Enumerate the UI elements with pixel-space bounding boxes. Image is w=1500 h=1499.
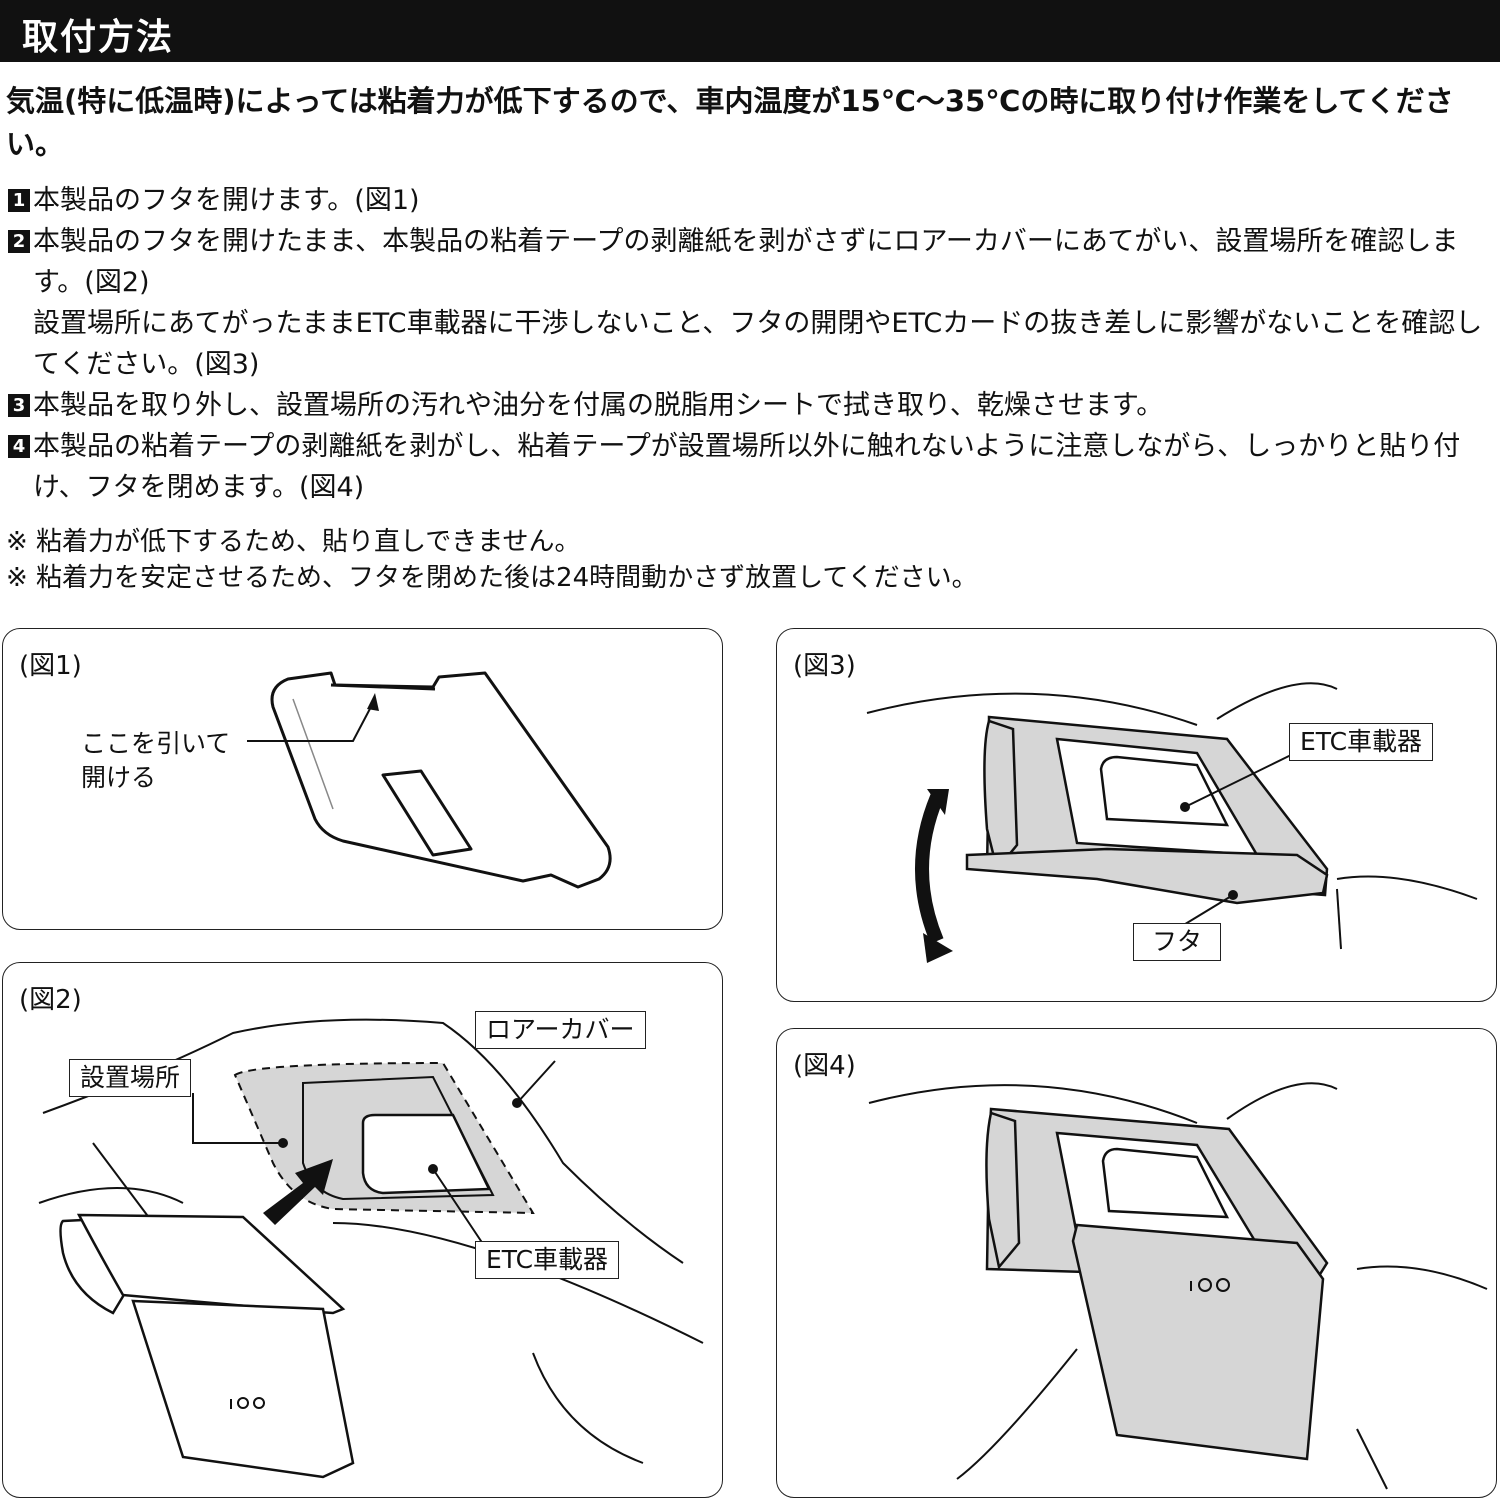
step-2: 2 本製品のフタを開けたまま、本製品の粘着テープの剥離紙を剥がさずにロアーカバー… bbox=[6, 221, 1498, 385]
figure-1-label: (図1) bbox=[19, 651, 82, 681]
header-bar: 取付方法 bbox=[0, 0, 1500, 62]
figure-1-illustration bbox=[247, 671, 612, 889]
etc-unit-label: ETC車載器 bbox=[1289, 723, 1434, 761]
callout-line: 開ける bbox=[81, 763, 157, 792]
figure-4-label: (図4) bbox=[793, 1051, 856, 1081]
step-number-badge: 3 bbox=[8, 394, 30, 417]
figure-4: (図4) bbox=[776, 1028, 1497, 1498]
figure-1: (図1) ここを引いて 開ける bbox=[2, 628, 723, 930]
figure-3: (図3) ETC車載器 フタ bbox=[776, 628, 1497, 1002]
step-number-badge: 1 bbox=[8, 189, 30, 212]
step-3: 3 本製品を取り外し、設置場所の汚れや油分を付属の脱脂用シートで拭き取り、乾燥さ… bbox=[6, 385, 1498, 426]
step-4: 4 本製品の粘着テープの剥離紙を剥がし、粘着テープが設置場所以外に触れないように… bbox=[6, 426, 1498, 508]
note-item: ※ 粘着力を安定させるため、フタを閉めた後は24時間動かさず放置してください。 bbox=[6, 563, 978, 593]
pull-here-callout: ここを引いて 開ける bbox=[81, 727, 230, 795]
notes: ※ 粘着力が低下するため、貼り直しできません。 ※ 粘着力を安定させるため、フタ… bbox=[6, 524, 1496, 596]
step-subtext: 設置場所にあてがったままETC車載器に干渉しないこと、フタの開閉やETCカードの… bbox=[33, 308, 1483, 380]
step-number-badge: 4 bbox=[8, 435, 30, 458]
figure-2-illustration bbox=[38, 1018, 704, 1479]
note-item: ※ 粘着力が低下するため、貼り直しできません。 bbox=[6, 527, 581, 557]
step-text: 本製品のフタを開けたまま、本製品の粘着テープの剥離紙を剥がさずにロアーカバーにあ… bbox=[33, 226, 1459, 298]
install-location-label: 設置場所 bbox=[69, 1059, 192, 1097]
figure-4-illustration bbox=[868, 1082, 1488, 1490]
step-text: 本製品のフタを開けます。(図1) bbox=[33, 185, 420, 216]
lid-label: フタ bbox=[1133, 923, 1222, 961]
figure-3-illustration bbox=[866, 682, 1478, 963]
etc-unit-label: ETC車載器 bbox=[475, 1241, 620, 1279]
lower-cover-label: ロアーカバー bbox=[475, 1011, 646, 1049]
step-1: 1 本製品のフタを開けます。(図1) bbox=[6, 180, 1498, 221]
figure-3-label: (図3) bbox=[793, 651, 856, 681]
page-title: 取付方法 bbox=[22, 17, 175, 58]
callout-line: ここを引いて bbox=[81, 729, 231, 758]
intro-warning: 気温(特に低温時)によっては粘着力が低下するので、車内温度が15℃〜35℃の時に… bbox=[6, 84, 1454, 161]
steps-list: 1 本製品のフタを開けます。(図1) 2 本製品のフタを開けたまま、本製品の粘着… bbox=[6, 180, 1498, 508]
step-number-badge: 2 bbox=[8, 230, 30, 253]
figure-2: (図2) 設置場所 ロアーカバー ETC車載器 bbox=[2, 962, 723, 1498]
step-text: 本製品を取り外し、設置場所の汚れや油分を付属の脱脂用シートで拭き取り、乾燥させま… bbox=[33, 390, 1164, 421]
step-text: 本製品の粘着テープの剥離紙を剥がし、粘着テープが設置場所以外に触れないように注意… bbox=[33, 431, 1461, 503]
figure-2-label: (図2) bbox=[19, 985, 82, 1015]
